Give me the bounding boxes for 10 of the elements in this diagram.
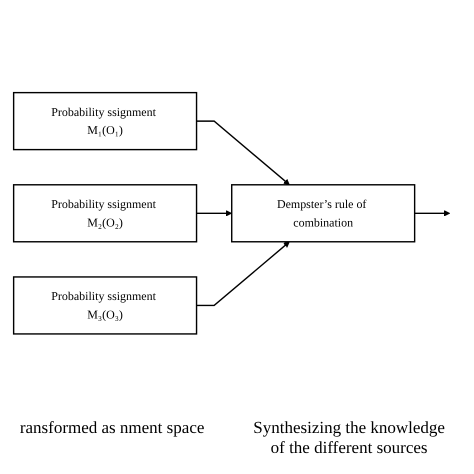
caption-text: ransformed as nment space xyxy=(20,418,204,439)
caption-text: Synthesizing the knowledge of the different sources xyxy=(252,418,446,458)
node-box: Probability ssignment M₃(O₃) xyxy=(12,276,198,334)
node-box: Probability ssignment M₁(O₁) xyxy=(12,92,198,150)
arrow xyxy=(414,210,450,216)
arrow xyxy=(196,210,232,216)
arrow xyxy=(196,120,290,185)
node-box: Dempster’s rule of combination xyxy=(231,184,416,242)
arrow xyxy=(196,241,290,306)
node-box: Probability ssignment M₂(O₂) xyxy=(12,184,198,242)
